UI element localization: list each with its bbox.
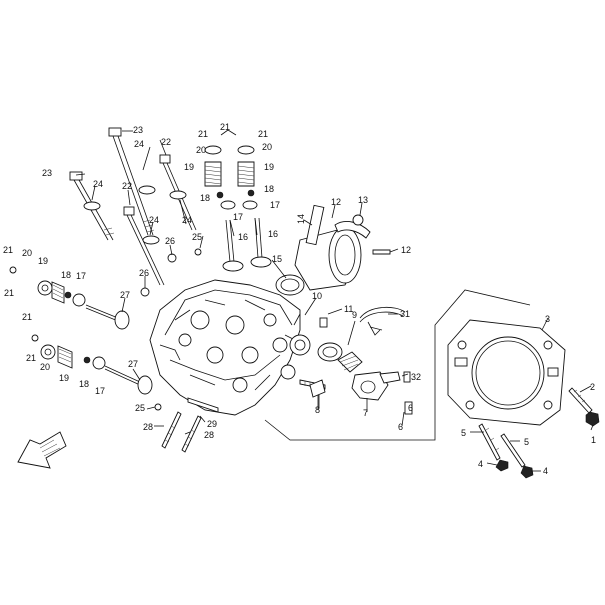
callout-27: 27 — [128, 359, 138, 369]
callout-17: 17 — [95, 386, 105, 396]
callout-26: 26 — [165, 236, 175, 246]
head-bolts — [69, 127, 197, 286]
callout-18: 18 — [61, 270, 71, 280]
callout-24: 24 — [182, 215, 192, 225]
callout-24: 24 — [149, 215, 159, 225]
front-direction-arrow — [17, 431, 67, 469]
callout-21: 21 — [4, 288, 14, 298]
head-gasket — [447, 319, 566, 426]
callout-23: 23 — [42, 168, 52, 178]
callout-15: 15 — [272, 254, 282, 264]
callout-19: 19 — [59, 373, 69, 383]
callout-24: 24 — [93, 179, 103, 189]
valve-train-top — [204, 145, 272, 272]
callout-22: 22 — [122, 181, 132, 191]
studs-nuts-right — [478, 387, 600, 479]
callout-21: 21 — [3, 245, 13, 255]
callout-3: 3 — [545, 314, 550, 324]
callout-22: 22 — [161, 137, 171, 147]
callout-18: 18 — [200, 193, 210, 203]
intake-manifold — [275, 204, 391, 296]
callout-20: 20 — [22, 248, 32, 258]
callout-28: 28 — [204, 430, 214, 440]
callout-16: 16 — [268, 229, 278, 239]
callout-21: 21 — [258, 129, 268, 139]
callout-28: 28 — [143, 422, 153, 432]
callout-labels: 1 2 3 4 4 5 5 6 6 7 8 9 10 11 12 12 13 1… — [3, 122, 596, 476]
callout-20: 20 — [196, 145, 206, 155]
callout-19: 19 — [184, 162, 194, 172]
leader-lines — [75, 129, 594, 472]
callout-17: 17 — [270, 200, 280, 210]
callout-24: 24 — [134, 139, 144, 149]
callout-1: 1 — [591, 435, 596, 445]
lower-pins — [154, 379, 326, 453]
callout-16: 16 — [238, 232, 248, 242]
callout-26: 26 — [139, 268, 149, 278]
callout-23: 23 — [133, 125, 143, 135]
callout-5: 5 — [461, 428, 466, 438]
callout-5: 5 — [524, 437, 529, 447]
callout-6: 6 — [408, 403, 413, 413]
callout-13: 13 — [358, 195, 368, 205]
water-outlet-parts — [299, 306, 413, 415]
callout-17: 17 — [233, 212, 243, 222]
callout-2: 2 — [590, 382, 595, 392]
callout-12: 12 — [331, 197, 341, 207]
callout-10: 10 — [312, 291, 322, 301]
callout-21: 21 — [220, 122, 230, 132]
callout-4: 4 — [543, 466, 548, 476]
cylinder-head — [149, 279, 311, 416]
callout-4: 4 — [478, 459, 483, 469]
callout-7: 7 — [363, 408, 368, 418]
callout-17: 17 — [76, 271, 86, 281]
callout-6: 6 — [398, 422, 403, 432]
callout-21: 21 — [22, 312, 32, 322]
callout-18: 18 — [264, 184, 274, 194]
gasket-group-bracket — [264, 289, 531, 441]
callout-11: 11 — [344, 304, 353, 314]
callout-18: 18 — [79, 379, 89, 389]
callout-20: 20 — [262, 142, 272, 152]
callout-25: 25 — [192, 232, 202, 242]
callout-27: 27 — [120, 290, 130, 300]
callout-21: 21 — [26, 353, 36, 363]
callout-8: 8 — [315, 405, 320, 415]
callout-20: 20 — [40, 362, 50, 372]
callout-19: 19 — [264, 162, 274, 172]
callout-12: 12 — [401, 245, 411, 255]
callout-25: 25 — [135, 403, 145, 413]
callout-21: 21 — [198, 129, 208, 139]
callout-32: 32 — [411, 372, 421, 382]
callout-14: 14 — [296, 214, 306, 224]
callout-9: 9 — [352, 310, 357, 320]
callout-31: 31 — [400, 309, 410, 319]
callout-29: 29 — [207, 419, 217, 429]
callout-19: 19 — [38, 256, 48, 266]
valve-train-left — [9, 248, 202, 395]
